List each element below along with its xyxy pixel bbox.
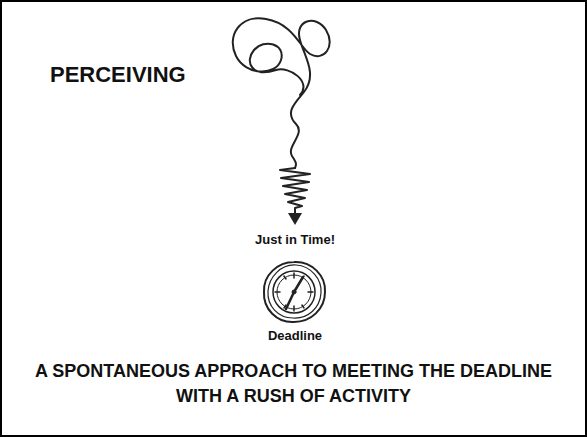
squiggle-line — [233, 18, 330, 168]
callout-label: Deadline — [268, 328, 322, 344]
clock-inner-ring — [277, 275, 311, 309]
clock-center — [292, 290, 296, 294]
spring-zigzag — [280, 168, 310, 214]
clock-outer-ring — [264, 262, 325, 322]
clock-hand — [294, 277, 303, 292]
arrow-head — [288, 213, 302, 225]
clock-sketch-ring — [268, 265, 321, 318]
clock-ticks — [275, 273, 313, 311]
diagram-caption: A SPONTANEOUS APPROACH TO MEETING THE DE… — [23, 359, 564, 409]
diagram-title: PERCEIVING — [50, 62, 186, 88]
clock-hand — [286, 292, 294, 309]
clock-icon — [264, 262, 325, 322]
callout-label: Just in Time! — [255, 232, 335, 248]
clock-face — [273, 271, 315, 313]
